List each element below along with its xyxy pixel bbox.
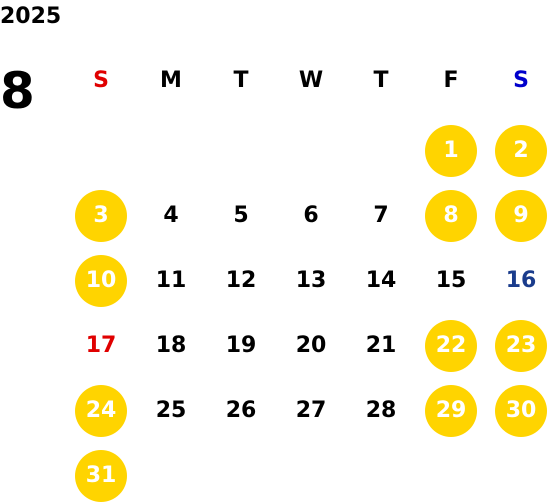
day-cell[interactable]: 27 bbox=[295, 398, 327, 423]
day-cell-highlighted[interactable]: 29 bbox=[425, 385, 477, 437]
day-cell[interactable]: 21 bbox=[365, 333, 397, 358]
weekday-label: S bbox=[93, 68, 109, 93]
day-cell-highlighted[interactable]: 2 bbox=[495, 125, 547, 177]
day-cell-highlighted[interactable]: 23 bbox=[495, 320, 547, 372]
day-cell[interactable]: 28 bbox=[365, 398, 397, 423]
day-cell-highlighted[interactable]: 1 bbox=[425, 125, 477, 177]
day-cell[interactable]: 25 bbox=[155, 398, 187, 423]
day-cell[interactable]: 5 bbox=[233, 203, 249, 228]
day-cell[interactable]: 15 bbox=[435, 268, 467, 293]
month-number: 8 bbox=[0, 62, 35, 120]
year-label: 2025 bbox=[0, 4, 62, 29]
day-cell[interactable]: 7 bbox=[373, 203, 389, 228]
day-cell[interactable]: 19 bbox=[225, 333, 257, 358]
day-cell[interactable]: 14 bbox=[365, 268, 397, 293]
day-cell[interactable]: 11 bbox=[155, 268, 187, 293]
weekday-label: F bbox=[443, 68, 459, 93]
weekday-label: T bbox=[233, 68, 249, 93]
day-cell[interactable]: 6 bbox=[303, 203, 319, 228]
day-cell[interactable]: 13 bbox=[295, 268, 327, 293]
day-cell-highlighted[interactable]: 31 bbox=[75, 450, 127, 502]
weekday-label: S bbox=[513, 68, 529, 93]
day-cell-highlighted[interactable]: 24 bbox=[75, 385, 127, 437]
day-cell-highlighted[interactable]: 8 bbox=[425, 190, 477, 242]
day-cell-highlighted[interactable]: 10 bbox=[75, 255, 127, 307]
day-cell-highlighted[interactable]: 3 bbox=[75, 190, 127, 242]
day-cell[interactable]: 16 bbox=[505, 268, 537, 293]
day-cell[interactable]: 4 bbox=[163, 203, 179, 228]
day-cell[interactable]: 12 bbox=[225, 268, 257, 293]
weekday-label: M bbox=[160, 68, 182, 93]
day-cell[interactable]: 18 bbox=[155, 333, 187, 358]
day-cell[interactable]: 17 bbox=[85, 333, 117, 358]
day-cell[interactable]: 26 bbox=[225, 398, 257, 423]
day-cell-highlighted[interactable]: 9 bbox=[495, 190, 547, 242]
weekday-label: T bbox=[373, 68, 389, 93]
day-cell-highlighted[interactable]: 22 bbox=[425, 320, 477, 372]
day-cell[interactable]: 20 bbox=[295, 333, 327, 358]
weekday-label: W bbox=[298, 68, 324, 93]
day-cell-highlighted[interactable]: 30 bbox=[495, 385, 547, 437]
